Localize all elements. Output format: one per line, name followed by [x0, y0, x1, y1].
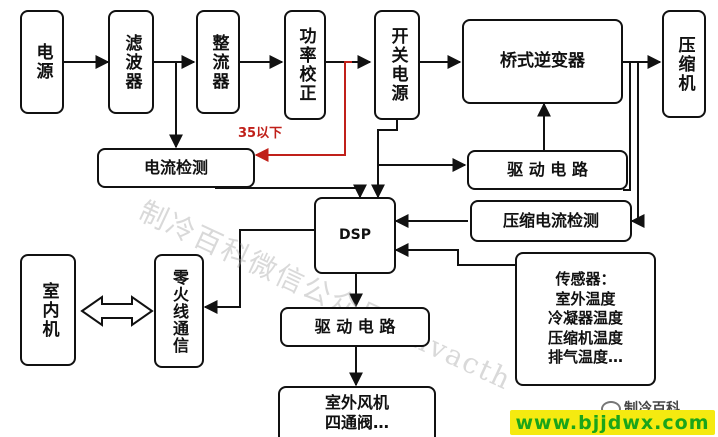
compressor-block: 压缩机: [662, 10, 706, 118]
threshold-signal-line: [254, 61, 352, 162]
rectifier-block: 整流器: [196, 10, 240, 114]
zero-fire-comm-block: 零火线通信: [154, 254, 204, 368]
comp-current-detect-block: 压缩电流检测: [470, 200, 632, 242]
bridge-inverter-block: 桥式逆变器: [462, 19, 623, 104]
indoor-unit-block: 室内机: [20, 254, 76, 366]
arrow-dsp-to-drive-top: [377, 158, 467, 197]
sensors-block: 传感器： 室外温度 冷凝器温度 压缩机温度 排气温度…: [515, 252, 656, 386]
drive-circuit-top-block: 驱 动 电 路: [467, 150, 628, 190]
arrow-current-detect-to-dsp: [215, 184, 367, 199]
current-detect-block: 电流检测: [97, 148, 255, 188]
arrow-dsp-to-zero-fire: [203, 229, 314, 314]
arrow-sensors-to-dsp: [394, 243, 515, 266]
site-banner: www.bjjdwx.com: [510, 410, 715, 435]
double-arrow-icon: [80, 295, 154, 327]
filter-block: 滤波器: [108, 10, 154, 114]
line-switching-to-dsp: [371, 120, 398, 199]
line-inverter-to-comp-detect: [623, 61, 631, 191]
dsp-block: DSP: [314, 197, 396, 274]
power-supply-block: 电源: [20, 10, 64, 114]
drive-circuit-bottom-block: 驱 动 电 路: [280, 307, 430, 347]
outdoor-fan-valve-block: 室外风机 四通阀…: [278, 386, 436, 437]
pfc-block: 功率校正: [284, 10, 326, 120]
threshold-label: 35以下: [238, 126, 283, 141]
switching-supply-block: 开关电源: [374, 10, 420, 120]
